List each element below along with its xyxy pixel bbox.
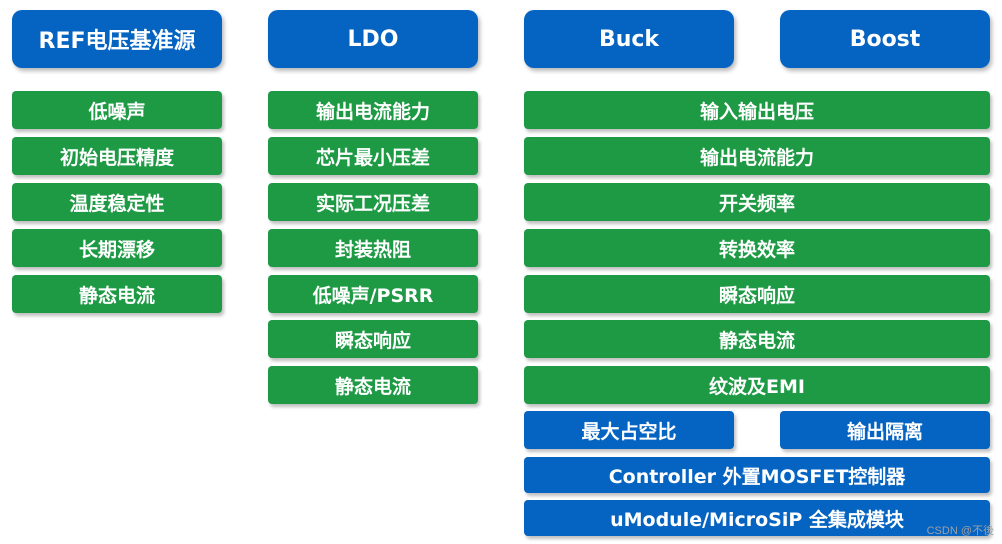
watermark: CSDN @不後 xyxy=(926,525,994,537)
ref-item-long-term-drift: 长期漂移 xyxy=(12,229,222,267)
ldo-item-output-current: 输出电流能力 xyxy=(268,91,478,129)
ref-item-low-noise: 低噪声 xyxy=(12,91,222,129)
ldo-item-min-dropout: 芯片最小压差 xyxy=(268,137,478,175)
boost-item-output-isolation: 输出隔离 xyxy=(780,411,990,449)
ldo-item-actual-dropout: 实际工况压差 xyxy=(268,183,478,221)
sw-item-ripple-emi: 纹波及EMI xyxy=(524,366,990,404)
sw-item-io-voltage: 输入输出电压 xyxy=(524,91,990,129)
boost-header: Boost xyxy=(780,10,990,68)
sw-item-efficiency: 转换效率 xyxy=(524,229,990,267)
ref-header: REF电压基准源 xyxy=(12,10,222,68)
sw-item-quiescent-current: 静态电流 xyxy=(524,320,990,358)
sw-item-module: uModule/MicroSiP 全集成模块 xyxy=(524,500,990,536)
ldo-item-noise-psrr: 低噪声/PSRR xyxy=(268,275,478,313)
ref-item-initial-accuracy: 初始电压精度 xyxy=(12,137,222,175)
ref-item-quiescent-current: 静态电流 xyxy=(12,275,222,313)
sw-item-controller: Controller 外置MOSFET控制器 xyxy=(524,457,990,493)
ldo-header: LDO xyxy=(268,10,478,68)
sw-item-output-current: 输出电流能力 xyxy=(524,137,990,175)
buck-item-max-duty: 最大占空比 xyxy=(524,411,734,449)
ref-item-temp-stability: 温度稳定性 xyxy=(12,183,222,221)
ldo-item-transient: 瞬态响应 xyxy=(268,320,478,358)
ldo-item-quiescent-current: 静态电流 xyxy=(268,366,478,404)
ldo-item-package-thermal: 封装热阻 xyxy=(268,229,478,267)
sw-item-transient: 瞬态响应 xyxy=(524,275,990,313)
sw-item-switching-freq: 开关频率 xyxy=(524,183,990,221)
buck-header: Buck xyxy=(524,10,734,68)
